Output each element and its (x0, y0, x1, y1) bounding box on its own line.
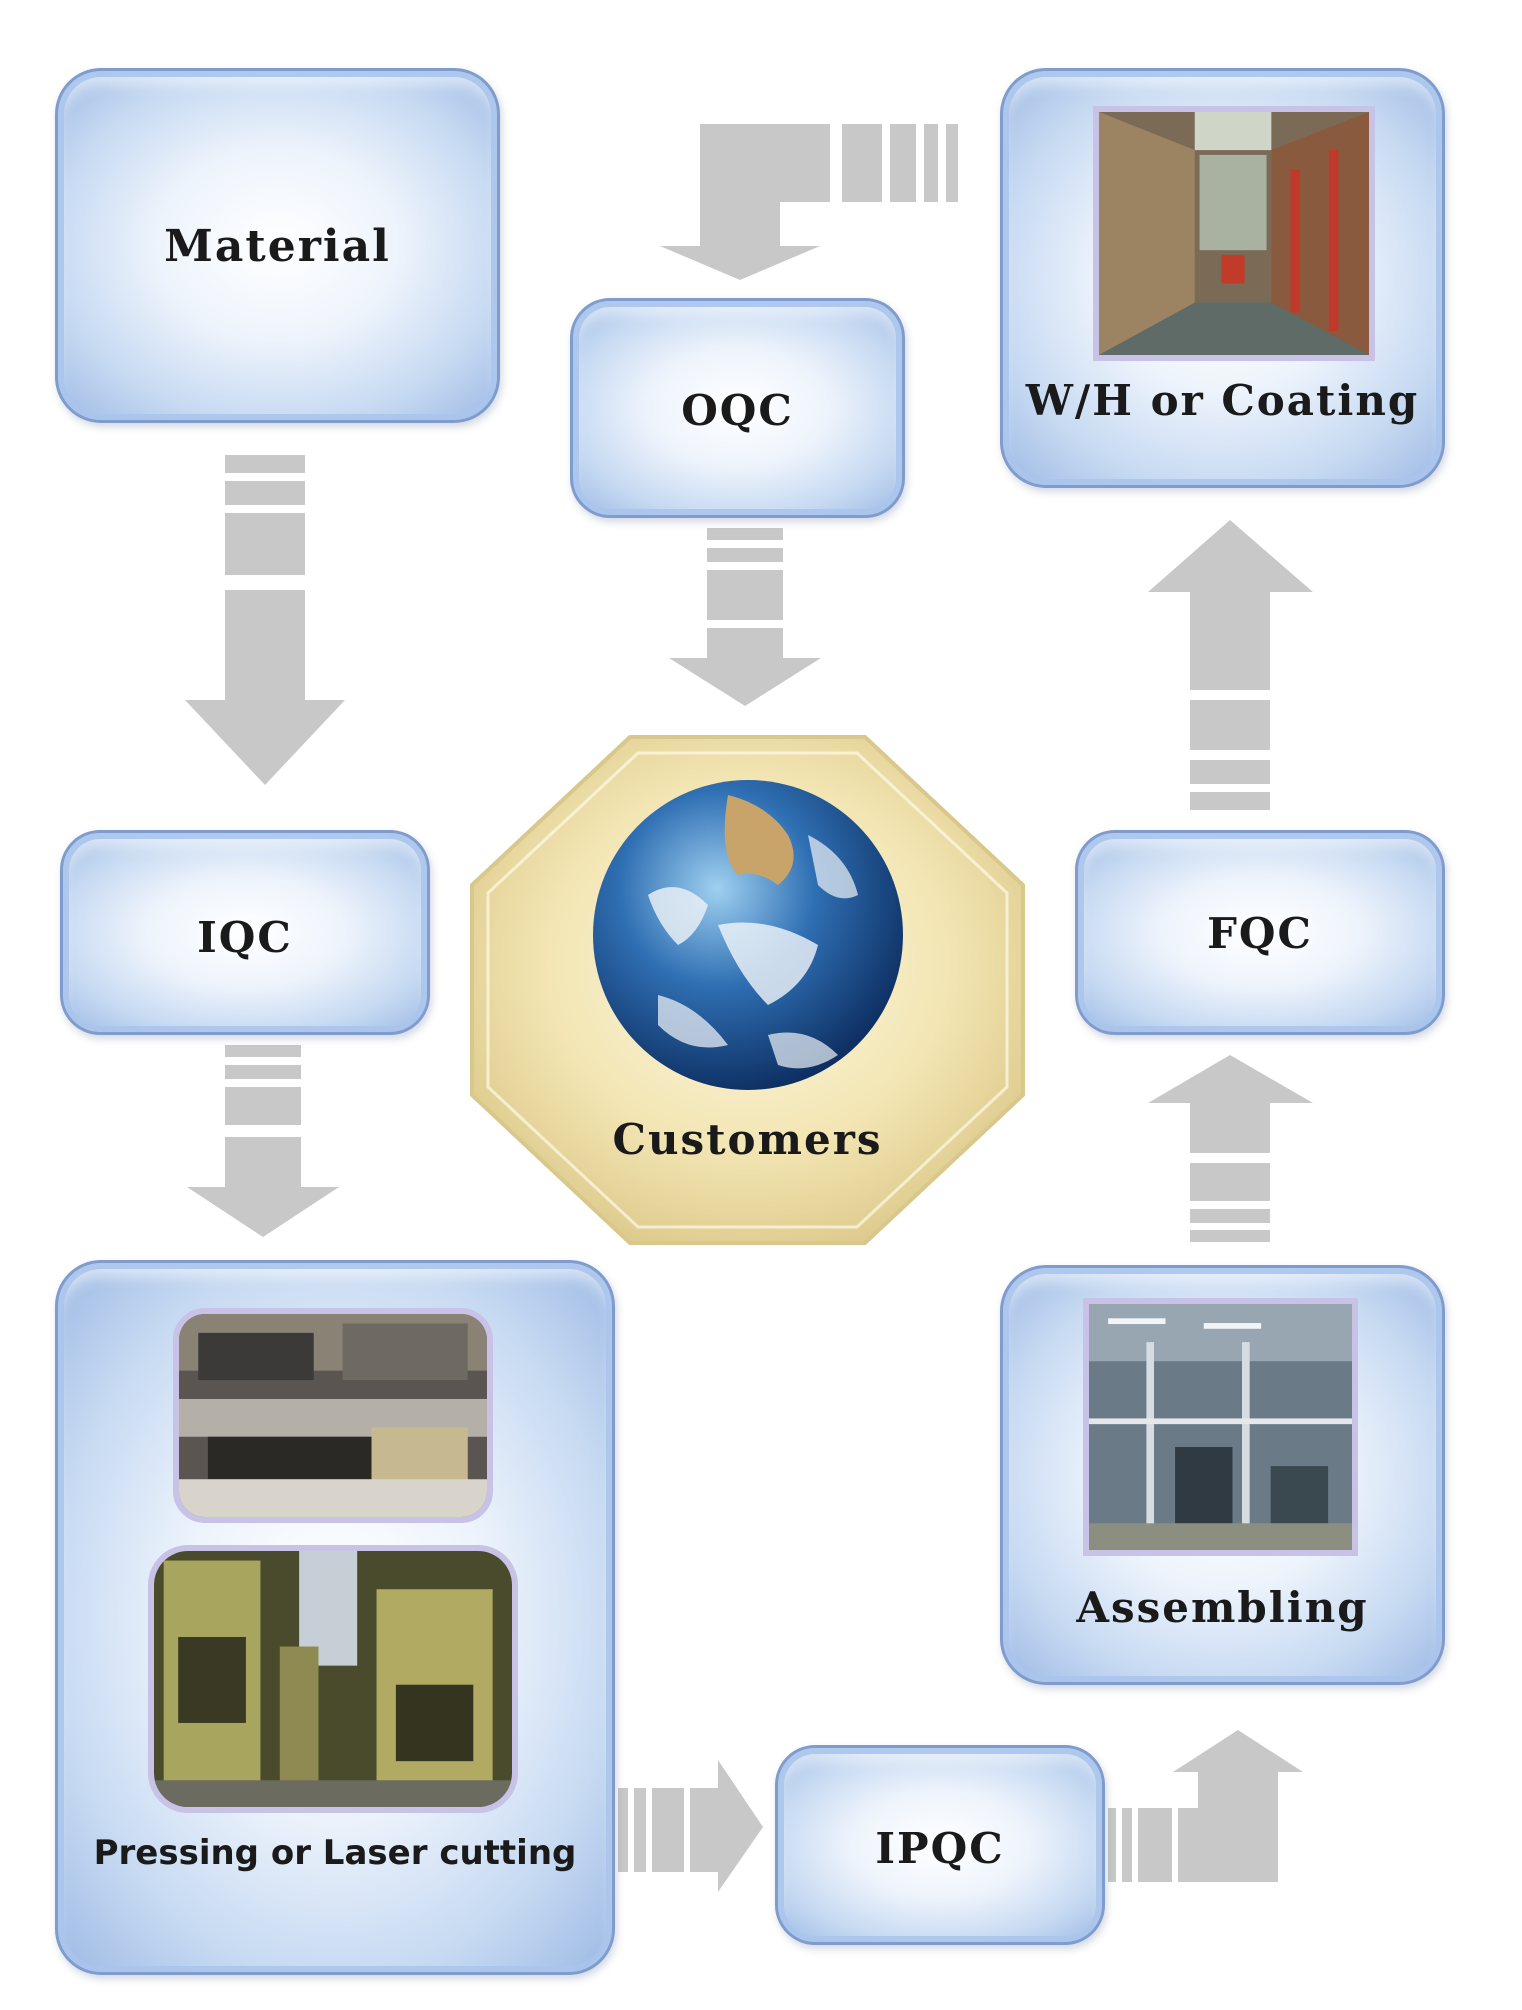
laser-cutting-photo (173, 1308, 493, 1523)
material-box: Material (55, 68, 500, 423)
pressing-label: Pressing or Laser cutting (93, 1833, 577, 1873)
fqc-label: FQC (1207, 909, 1313, 958)
arrow-material-to-iqc (185, 455, 345, 785)
warehouse-photo (1093, 106, 1375, 361)
pressing-box: Pressing or Laser cutting (55, 1260, 615, 1975)
assembling-box: Assembling (1000, 1265, 1445, 1685)
customers-octagon: Customers (470, 735, 1025, 1245)
warehouse-label: W/H or Coating (1025, 376, 1420, 425)
customers-label: Customers (612, 1115, 883, 1164)
ipqc-label: IPQC (875, 1824, 1005, 1873)
assembling-photo (1083, 1298, 1358, 1556)
arrow-iqc-to-pressing (187, 1045, 339, 1237)
warehouse-box: W/H or Coating (1000, 68, 1445, 488)
arrow-assembling-to-fqc (1148, 1055, 1313, 1242)
earth-globe-icon (593, 780, 903, 1090)
oqc-label: OQC (681, 386, 794, 435)
material-label: Material (164, 221, 391, 272)
fqc-box: FQC (1075, 830, 1445, 1035)
iqc-box: IQC (60, 830, 430, 1035)
arrow-fqc-to-warehouse (1148, 520, 1313, 810)
ipqc-box: IPQC (775, 1745, 1105, 1945)
arrow-warehouse-to-oqc (660, 124, 958, 280)
pressing-photo (148, 1545, 518, 1813)
arrow-pressing-to-ipqc (618, 1760, 763, 1892)
arrow-ipqc-to-assembling (1108, 1730, 1303, 1882)
assembling-label: Assembling (1076, 1583, 1369, 1632)
iqc-label: IQC (197, 913, 293, 962)
arrow-oqc-to-customers (669, 528, 821, 706)
oqc-box: OQC (570, 298, 905, 518)
